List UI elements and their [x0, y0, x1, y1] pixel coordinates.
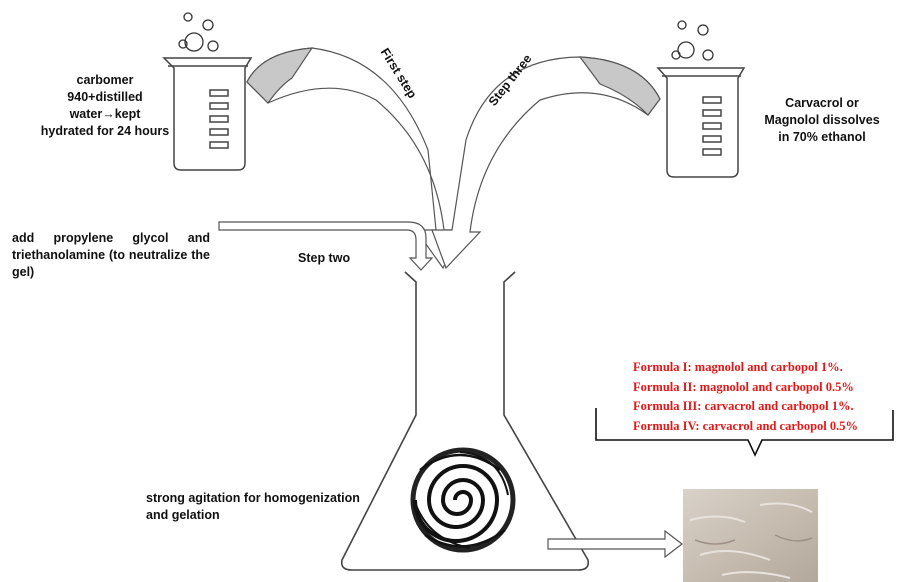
add-reagents-label: add propylene glycol and triethanolamine…	[12, 230, 210, 281]
output-arrow	[548, 531, 682, 557]
formula-item: Formula IV: carvacrol and carbopol 0.5%	[633, 417, 898, 437]
right-label-line: Magnolol dissolves	[752, 112, 892, 129]
formula-list: Formula I: magnolol and carbopol 1%. For…	[633, 358, 898, 436]
right-label-line: Carvacrol or	[752, 95, 892, 112]
left-label-line: hydrated for 24 hours	[40, 123, 170, 140]
right-label-line: in 70% ethanol	[752, 129, 892, 146]
agitation-swirl-icon	[413, 450, 513, 550]
agitation-label: strong agitation for homogenization and …	[146, 490, 386, 524]
right-beaker-label: Carvacrol or Magnolol dissolves in 70% e…	[752, 95, 892, 146]
left-beaker-label: carbomer 940+distilled water→kept hydrat…	[40, 72, 170, 140]
left-beaker	[164, 58, 251, 170]
left-label-line: 940+distilled	[40, 89, 170, 106]
gel-photo	[683, 489, 818, 582]
right-bubbles	[672, 21, 713, 60]
formula-item: Formula I: magnolol and carbopol 1%.	[633, 358, 898, 378]
left-label-line: carbomer	[40, 72, 170, 89]
agitation-line: strong agitation for homogenization	[146, 490, 386, 507]
formula-item: Formula III: carvacrol and carbopol 1%.	[633, 397, 898, 417]
left-bubbles	[179, 13, 218, 51]
agitation-line: and gelation	[146, 507, 386, 524]
right-beaker	[658, 68, 744, 177]
left-label-line: water→kept	[40, 106, 170, 123]
step-two-label: Step two	[298, 250, 350, 267]
formula-item: Formula II: magnolol and carbopol 0.5%	[633, 378, 898, 398]
